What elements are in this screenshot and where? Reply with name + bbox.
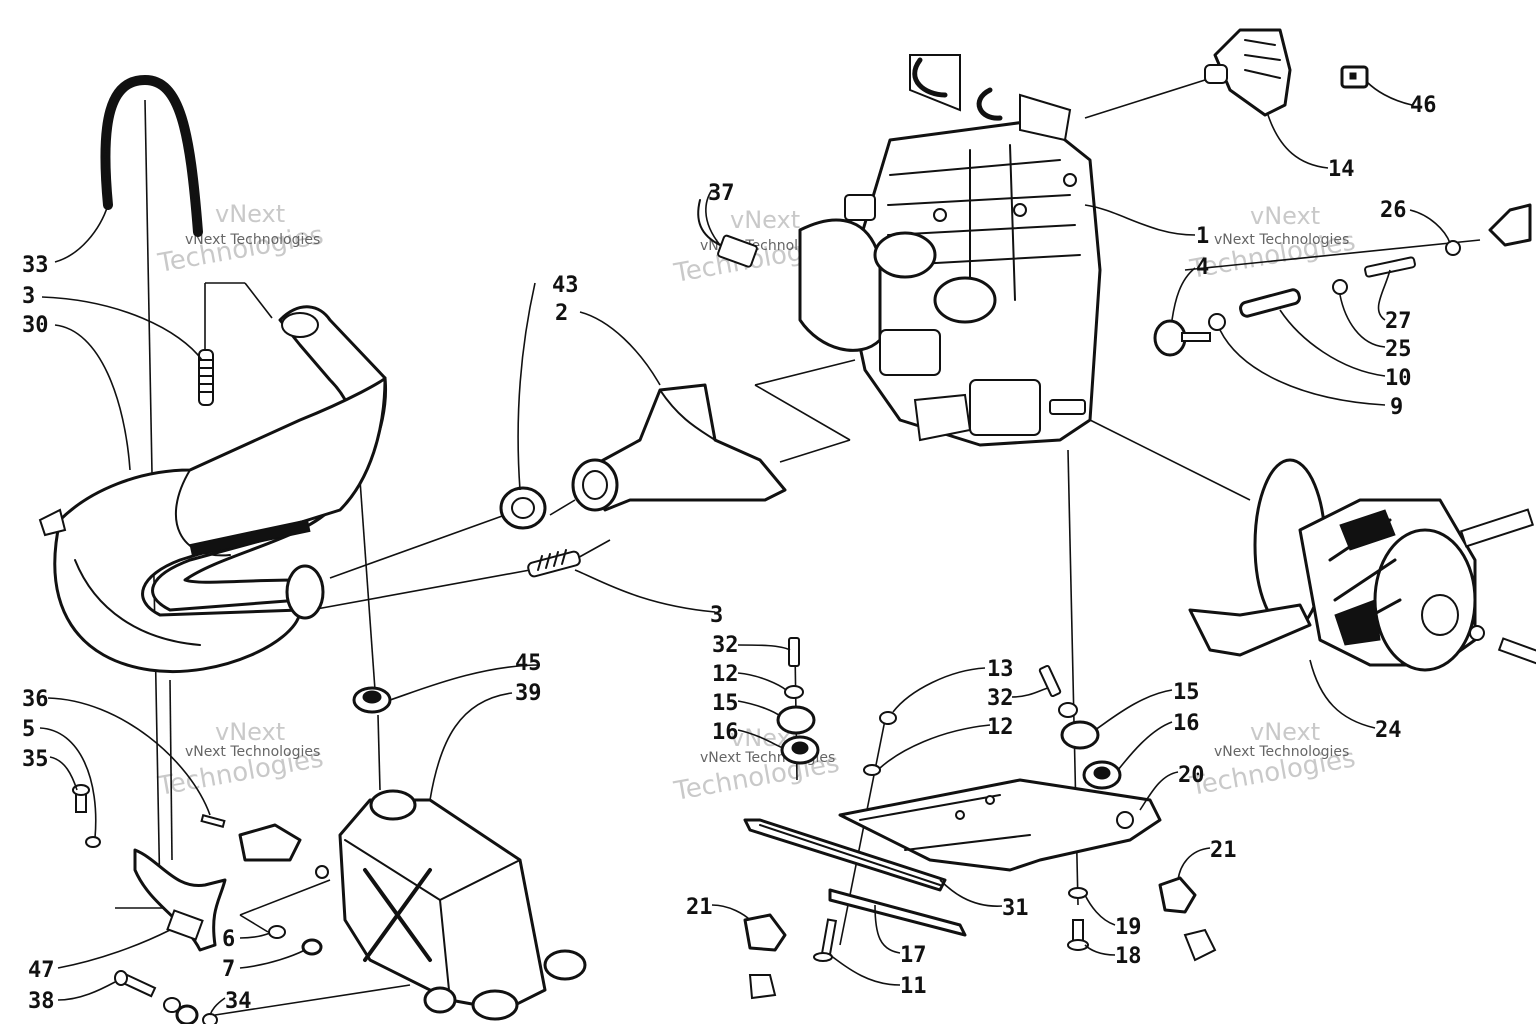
callout-43: 43: [552, 273, 579, 298]
callout-47: 47: [28, 958, 55, 983]
mount-bracket: [743, 818, 967, 937]
watermark-bottom-right: vNext Technologies vNext Technologies: [1187, 718, 1358, 802]
callout-5: 5: [22, 717, 35, 742]
exhaust-spring-center: [527, 549, 581, 578]
callout-21: 21: [1210, 838, 1237, 863]
callout-45: 45: [515, 651, 542, 676]
svg-text:vNext: vNext: [1250, 202, 1320, 230]
svg-text:vNext: vNext: [1250, 718, 1320, 746]
callout-11: 11: [900, 974, 927, 999]
exhaust-spring-left: [198, 349, 214, 406]
bolt-11: [813, 918, 838, 962]
callout-1: 1: [1196, 224, 1209, 249]
callout-27: 27: [1385, 309, 1412, 334]
bracket-26: [1488, 203, 1532, 247]
svg-text:Technologies: Technologies: [155, 220, 326, 279]
rubber-mount-left: [743, 913, 787, 1000]
rubber-mount-right: [1158, 876, 1217, 962]
callout-32: 32: [987, 686, 1014, 711]
callout-6: 6: [222, 927, 235, 952]
callout-16: 16: [712, 720, 739, 745]
callout-35: 35: [22, 747, 49, 772]
washer-nut-6-7: [268, 925, 323, 956]
callout-46: 46: [1410, 93, 1437, 118]
callout-37: 37: [708, 181, 735, 206]
callout-2: 2: [555, 301, 568, 326]
svg-text:vNext Technologies: vNext Technologies: [185, 744, 320, 760]
callout-21: 21: [686, 895, 713, 920]
drive-clutch: [1188, 458, 1536, 672]
callout-4: 4: [1196, 255, 1209, 280]
heat-shield: [133, 848, 227, 952]
callout-numbers: 33 3 30 43 2 3 45 39 37 1 14 46 26 4 27 …: [22, 93, 1437, 1014]
callout-25: 25: [1385, 337, 1412, 362]
screw-35: [72, 784, 101, 848]
callout-12: 12: [712, 662, 739, 687]
exhaust-manifold: [571, 383, 787, 512]
svg-text:vNext Technologies: vNext Technologies: [1214, 744, 1349, 760]
watermark-top-right: vNext Technologies vNext Technologies: [1187, 202, 1358, 285]
mount-stack-left: [776, 637, 820, 765]
svg-text:vNext: vNext: [730, 206, 800, 234]
callout-15: 15: [1173, 680, 1200, 705]
grommet-45: [352, 686, 392, 714]
callout-26: 26: [1380, 198, 1407, 223]
callout-19: 19: [1115, 915, 1142, 940]
callout-12: 12: [987, 715, 1014, 740]
callout-33: 33: [22, 253, 49, 278]
svg-text:vNext Technologies: vNext Technologies: [185, 232, 320, 248]
callout-20: 20: [1178, 763, 1205, 788]
sensor-37: [697, 199, 758, 268]
expansion-chamber: [38, 305, 388, 673]
watermark-top-left: vNext Technologies vNext Technologies: [155, 200, 326, 279]
muffler-box: [338, 789, 587, 1021]
callout-30: 30: [22, 313, 49, 338]
washer-bolt-19-18: [1067, 887, 1089, 951]
exhaust-spring-hook: [100, 75, 203, 237]
callout-16: 16: [1173, 711, 1200, 736]
callout-10: 10: [1385, 366, 1412, 391]
engine-mount-plate: [838, 778, 1162, 872]
engine-assembly: [798, 54, 1102, 447]
callout-14: 14: [1328, 157, 1355, 182]
callout-13: 13: [987, 657, 1014, 682]
callout-3: 3: [710, 603, 723, 628]
callout-31: 31: [1002, 896, 1029, 921]
callout-15: 15: [712, 691, 739, 716]
svg-text:vNext: vNext: [215, 718, 285, 746]
callout-38: 38: [28, 989, 55, 1014]
muffler-bracket-36: [200, 814, 329, 879]
svg-text:vNext Technologies: vNext Technologies: [1214, 232, 1349, 248]
callout-18: 18: [1115, 944, 1142, 969]
callout-17: 17: [900, 943, 927, 968]
callout-34: 34: [225, 989, 252, 1014]
hardware-right-upper: [1153, 240, 1461, 357]
gasket-43: [499, 486, 547, 530]
leader-lines: [39, 81, 1451, 1016]
callout-32: 32: [712, 633, 739, 658]
callout-39: 39: [515, 681, 542, 706]
clip-46: [1340, 65, 1369, 89]
recoil-cover: [1204, 28, 1292, 117]
callout-3: 3: [22, 284, 35, 309]
mount-stack-right: [863, 664, 1122, 790]
bolt-38: [114, 970, 218, 1024]
callout-9: 9: [1390, 395, 1403, 420]
svg-text:vNext: vNext: [215, 200, 285, 228]
callout-7: 7: [222, 957, 235, 982]
callout-24: 24: [1375, 718, 1402, 743]
callout-36: 36: [22, 687, 49, 712]
watermark-bottom-left: vNext Technologies vNext Technologies: [155, 718, 326, 802]
